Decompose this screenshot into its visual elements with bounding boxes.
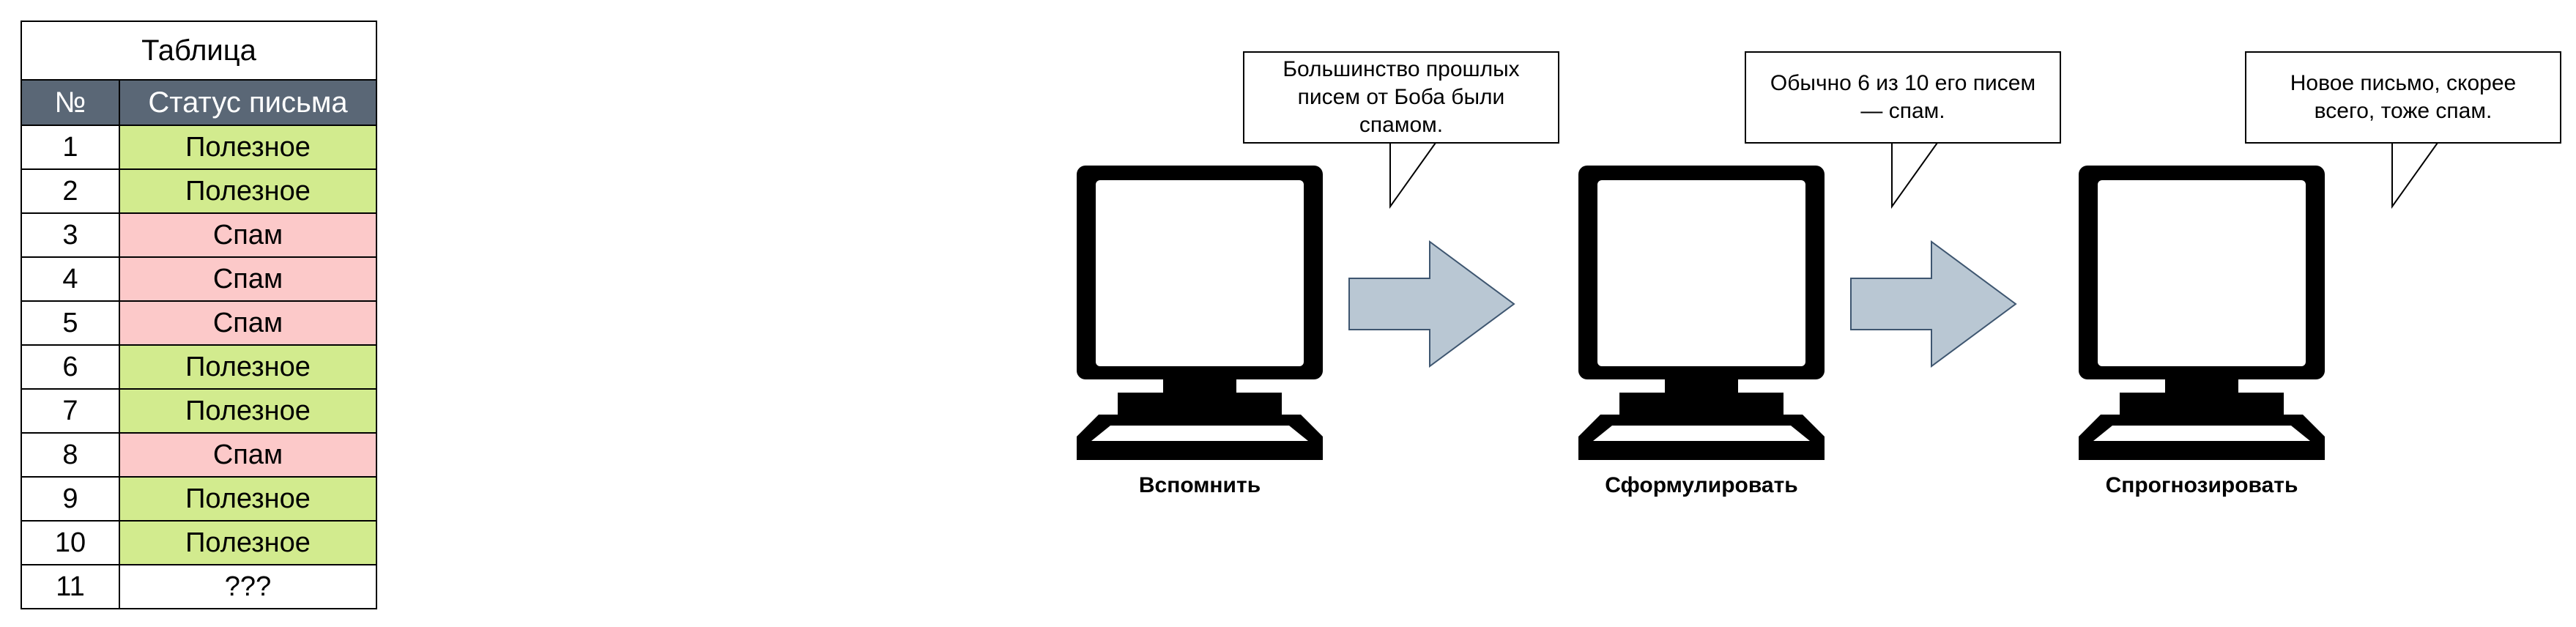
- row-number: 10: [21, 520, 120, 565]
- row-status: Полезное: [119, 344, 377, 390]
- row-number: 7: [21, 388, 120, 434]
- row-number: 2: [21, 168, 120, 214]
- row-status: Полезное: [119, 168, 377, 214]
- row-number: 5: [21, 300, 120, 346]
- speech-bubble: Обычно 6 из 10 его писем — спам.: [1745, 51, 2061, 144]
- step-label: Спрогнозировать: [2105, 473, 2298, 497]
- row-number: 11: [21, 564, 120, 609]
- row-number: 4: [21, 256, 120, 302]
- computer-icon: [1578, 166, 1825, 460]
- speech-bubble: Большинство прошлых писем от Боба были с…: [1243, 51, 1559, 144]
- right-arrow-icon: [1348, 240, 1515, 368]
- row-status: ???: [119, 564, 377, 609]
- step-label: Вспомнить: [1138, 473, 1261, 497]
- row-number: 9: [21, 476, 120, 522]
- row-status: Спам: [119, 212, 377, 258]
- speech-bubble-tail: [2391, 142, 2438, 209]
- row-status: Спам: [119, 300, 377, 346]
- column-header-status: Статус письма: [119, 79, 377, 126]
- row-number: 3: [21, 212, 120, 258]
- computer-icon: [2079, 166, 2325, 460]
- row-status: Полезное: [119, 476, 377, 522]
- step-label: Сформулировать: [1605, 473, 1798, 497]
- column-header-number: №: [21, 79, 120, 126]
- row-status: Спам: [119, 432, 377, 478]
- right-arrow-icon: [1850, 240, 2017, 368]
- row-status: Полезное: [119, 520, 377, 565]
- table-caption: Таблица: [21, 21, 377, 81]
- row-status: Полезное: [119, 125, 377, 170]
- speech-bubble-tail: [1891, 142, 1938, 209]
- computer-icon: [1077, 166, 1323, 460]
- speech-bubble: Новое письмо, скорее всего, тоже спам.: [2245, 51, 2561, 144]
- row-number: 8: [21, 432, 120, 478]
- row-status: Спам: [119, 256, 377, 302]
- row-number: 1: [21, 125, 120, 170]
- row-number: 6: [21, 344, 120, 390]
- row-status: Полезное: [119, 388, 377, 434]
- speech-bubble-tail: [1389, 142, 1436, 209]
- table-row: 11???: [21, 564, 377, 609]
